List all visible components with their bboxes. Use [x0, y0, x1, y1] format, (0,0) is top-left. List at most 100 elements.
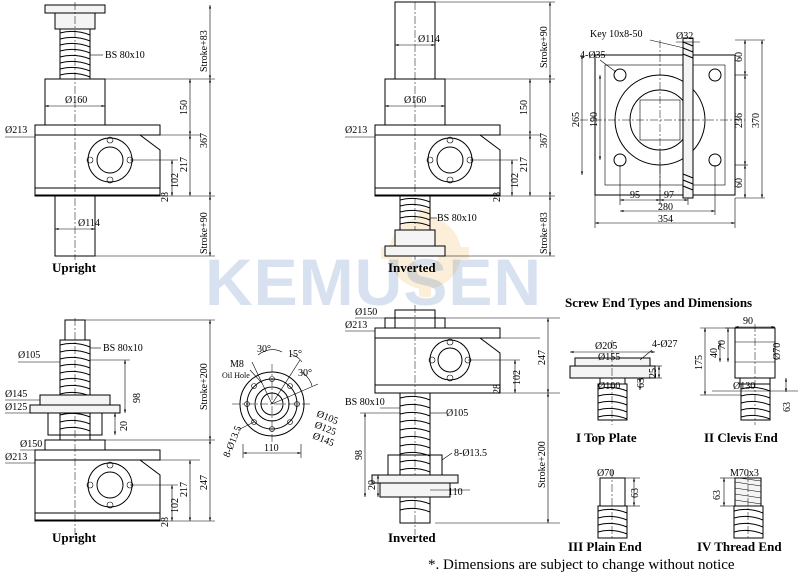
angle-30-b: 30°: [298, 368, 312, 379]
dim-28: 28: [160, 192, 171, 202]
dim-217: 217: [179, 482, 190, 497]
dia-100-label: Ø100: [598, 381, 620, 392]
holes-label: 4-Ø35: [580, 50, 606, 61]
dia-70-label: Ø70: [772, 343, 783, 360]
dia-150-label: Ø150: [355, 307, 377, 318]
holes-label: 4-Ø27: [652, 339, 678, 350]
screw-spec-label: BS 80x10: [103, 343, 143, 354]
mount-hole: [613, 153, 627, 167]
travel-nut: [371, 454, 459, 498]
dim-63: 63: [630, 488, 641, 498]
holes-label: 8-Ø13.5: [454, 448, 487, 459]
plain-end: Ø70 63 III Plain End: [568, 468, 642, 554]
mount-hole: [708, 153, 722, 167]
stroke-label: Stroke+200: [537, 441, 548, 488]
dim-150: 150: [519, 100, 530, 115]
dim-370: 370: [751, 113, 762, 128]
gearbox-body: [374, 134, 501, 196]
oil-hole-label: Oil Hole: [222, 371, 250, 380]
dim-217: 217: [519, 157, 530, 172]
dia-160-label: Ø160: [404, 95, 426, 106]
dia-125-label: Ø125: [5, 402, 27, 413]
dia-213-label: Ø213: [5, 452, 27, 463]
dim-90: 90: [743, 316, 753, 327]
bolt-hole: [251, 419, 257, 425]
dim-20: 20: [367, 480, 378, 490]
dia-155-label: Ø155: [598, 352, 620, 363]
dia-145-label: Ø145: [5, 389, 27, 400]
dim-95: 95: [630, 190, 640, 201]
dia-213-label: Ø213: [345, 320, 367, 331]
dia-114-label: Ø114: [78, 218, 100, 229]
dia-130-label: Ø130: [733, 381, 755, 392]
caption-upright-bottom: Upright: [52, 530, 97, 545]
dim-110: 110: [264, 443, 279, 454]
key-label: Key 10x8-50: [590, 29, 643, 40]
gearbox-body: [34, 134, 161, 196]
angle-30-a: 30°: [257, 344, 271, 355]
mount-hole: [708, 68, 722, 82]
dim-63: 63: [782, 402, 793, 412]
thread-end: M70x3 63 IV Thread End: [697, 468, 782, 554]
dia-160-label: Ø160: [65, 95, 87, 106]
holes-label: 8-Ø13.5: [222, 424, 245, 459]
stroke-bottom-label: Stroke+90: [199, 212, 210, 254]
dim-280: 280: [658, 202, 673, 213]
screw-spec-label: BS 80x10: [345, 397, 385, 408]
dia-114-label: Ø114: [418, 34, 440, 45]
inverted-view-top: Ø114 Ø160 Ø213 BS 80x10 Stroke+90 150 36…: [345, 1, 555, 275]
dia-105-label: Ø105: [446, 408, 468, 419]
gearbox-body: [34, 459, 161, 521]
watermark: KEMUSEN: [205, 209, 542, 319]
screw-end-types: Screw End Types and Dimensions Ø205 Ø155…: [565, 295, 798, 554]
upright-view-top: BS 80x10 Ø160 Ø213 Ø114 Stroke+83 150 36…: [5, 2, 215, 275]
dim-247: 247: [199, 475, 210, 490]
watermark-text: KEMUSEN: [205, 245, 542, 319]
dim-217: 217: [179, 157, 190, 172]
dim-70: 70: [717, 340, 728, 350]
dia-205-label: Ø205: [595, 341, 617, 352]
worm-shaft: [682, 37, 694, 199]
dim-175: 175: [694, 355, 705, 370]
dim-150: 150: [179, 100, 190, 115]
stroke-label: Stroke+200: [199, 363, 210, 410]
dim-367: 367: [199, 133, 210, 148]
stroke-bottom-label: Stroke+83: [539, 212, 550, 254]
dia-105-label: Ø105: [18, 350, 40, 361]
dim-60-top: 60: [734, 52, 745, 62]
caption-plain-end: III Plain End: [568, 539, 642, 554]
dim-28: 28: [492, 384, 503, 394]
dim-28: 28: [492, 192, 503, 202]
protection-tube: [54, 195, 96, 257]
caption-thread-end: IV Thread End: [697, 539, 782, 554]
bolt-hole: [287, 419, 293, 425]
angle-15: 15°: [288, 349, 302, 360]
dim-102: 102: [170, 498, 181, 513]
dim-63: 63: [712, 490, 723, 500]
dim-190: 190: [589, 112, 600, 127]
dim-367: 367: [539, 133, 550, 148]
flange-detail-view: 30° 15° 30° M8 Oil Hole 8-Ø13.5 Ø105 Ø12…: [222, 344, 340, 459]
inverted-view-bottom: Ø150 Ø213 BS 80x10 Ø105 8-Ø13.5 98 20 11…: [345, 305, 560, 545]
upper-flange: [34, 124, 161, 136]
m8-label: M8: [230, 359, 244, 370]
travel-nut: [29, 394, 121, 436]
dim-98: 98: [132, 393, 143, 403]
dim-354: 354: [658, 214, 673, 225]
top-plate: [384, 245, 446, 257]
dia-150-label: Ø150: [20, 439, 42, 450]
clevis-end: 90 70 40 175 Ø70 Ø130 63 II Clevis End: [694, 316, 798, 445]
dia-70-label: Ø70: [597, 468, 614, 479]
dim-28: 28: [160, 517, 171, 527]
screw-spec-label: BS 80x10: [437, 213, 477, 224]
notice-text: *. Dimensions are subject to change with…: [428, 557, 735, 573]
upright-view-bottom: BS 80x10 Ø105 Ø145 Ø125 98 20 Ø150 Ø213 …: [5, 318, 215, 545]
dim-102: 102: [510, 173, 521, 188]
screw-end-title: Screw End Types and Dimensions: [565, 295, 752, 310]
dim-102: 102: [170, 173, 181, 188]
dia-32-label: Ø32: [676, 31, 693, 42]
caption-inverted-top: Inverted: [388, 260, 436, 275]
dim-20: 20: [119, 421, 130, 431]
dim-247: 247: [537, 350, 548, 365]
